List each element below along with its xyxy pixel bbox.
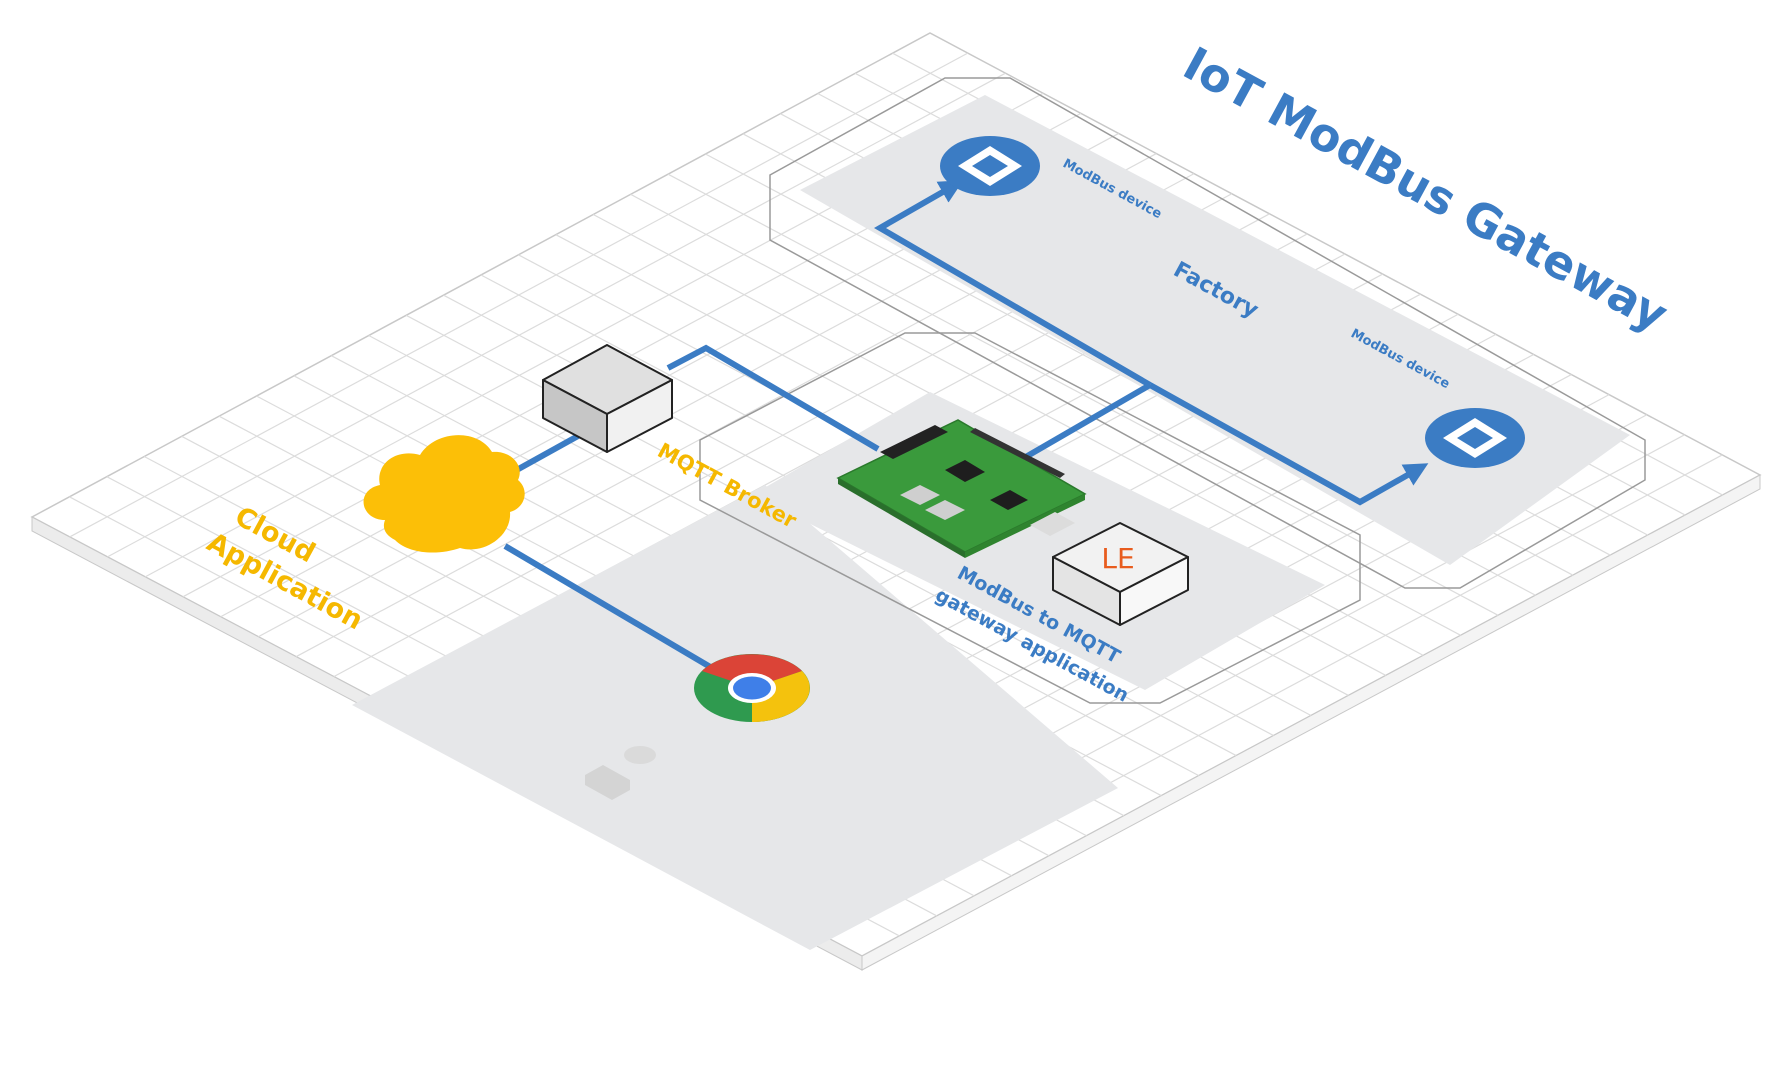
factory-outline: [769, 77, 1646, 589]
chrome-icon: [694, 654, 810, 722]
modbus-chip-icon: [1425, 408, 1525, 468]
cloud-to-chrome-line: [503, 543, 714, 671]
server-box-icon: [542, 344, 673, 453]
connections: [493, 180, 1429, 671]
factory-zone: [800, 95, 1630, 565]
le-box-icon: [1052, 522, 1189, 626]
cloud-icon: [363, 435, 525, 553]
bus-to-device-1-line: [874, 180, 1152, 388]
modbus-chip-icon: [940, 136, 1040, 196]
user-icon: [585, 746, 656, 800]
bus-to-device-2-line: [1148, 382, 1429, 506]
gateway-to-factory-line: [1008, 382, 1152, 469]
le-box-label: LE: [1101, 542, 1134, 575]
grid-line: [107, 72, 1006, 558]
broker-to-gateway-line: [666, 344, 880, 452]
gateway-outline: [699, 332, 1361, 704]
raspberry-pi-board-icon: [836, 419, 1087, 558]
grid-line: [69, 52, 969, 538]
